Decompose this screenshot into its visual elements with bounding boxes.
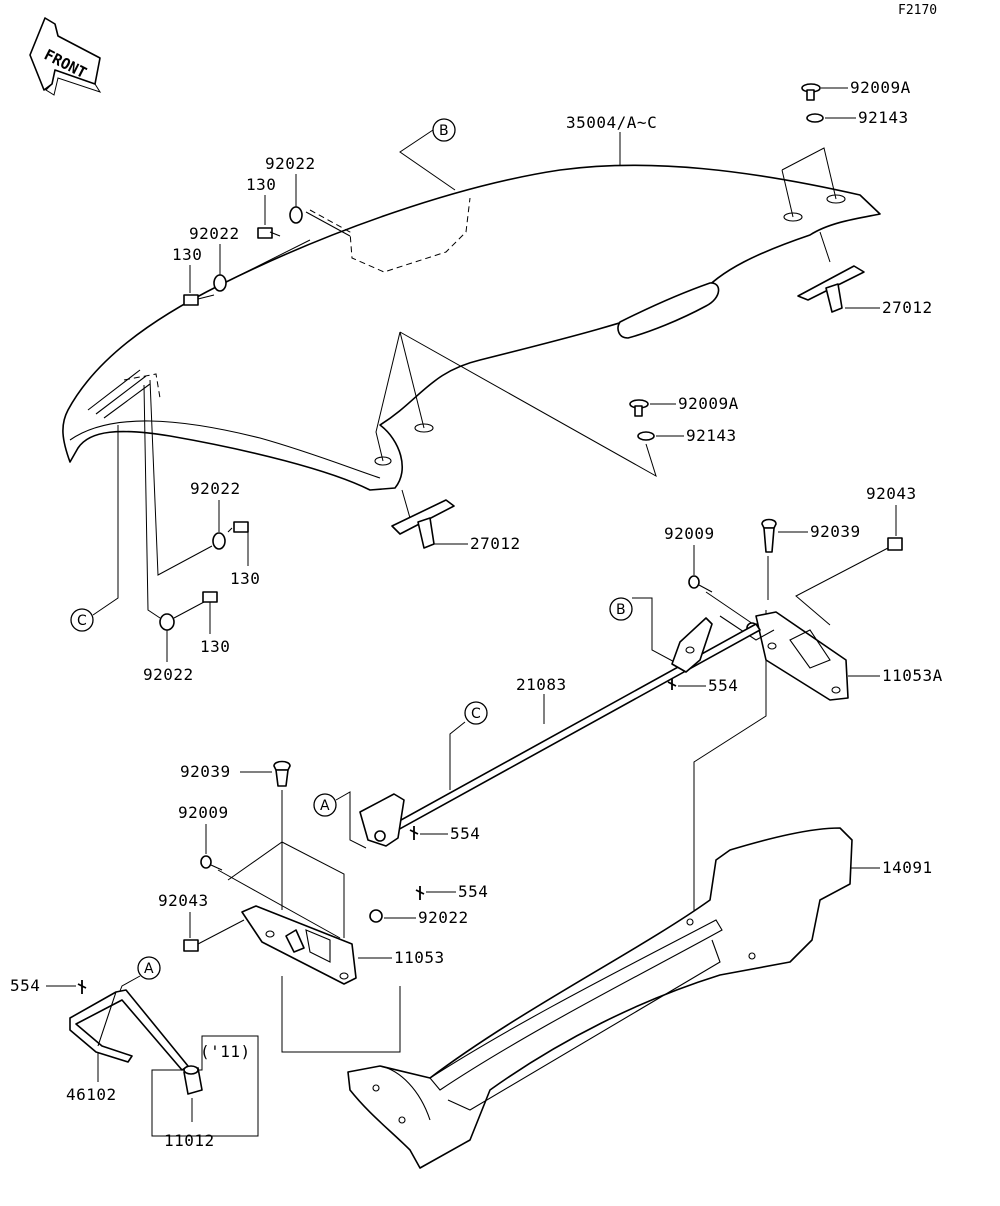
washer-92022-lower [369,909,383,923]
label-92009-right: 92009 [664,524,715,543]
prop-rod-46102 [69,989,189,1071]
clip-92039-left [273,760,291,787]
label-14091: 14091 [882,858,933,877]
callout-c-left: C [70,425,119,632]
label-11053a: 11053A [882,666,943,685]
tray-14091 [347,827,853,1169]
label-92009a-top: 92009A [850,78,911,97]
clip-27012-center [391,499,455,549]
label-130-a: 130 [246,175,276,194]
label-92009a-mid: 92009A [678,394,739,413]
bolt-130-c [227,521,249,533]
label-21083: 21083 [516,675,567,694]
washer-92022-b [213,274,227,292]
label-46102: 46102 [66,1085,117,1104]
bolt-92043-right [887,537,903,551]
bolt-130-a [257,227,281,239]
label-92022-lower: 92022 [418,908,469,927]
label-92143-top: 92143 [858,108,909,127]
label-92022-d: 92022 [143,665,194,684]
label-92009-left: 92009 [178,803,229,822]
label-554-mid: 554 [450,824,480,843]
washer-92143-mid [637,431,655,441]
screw-92009-left [200,855,223,871]
pin-554-right [667,678,677,690]
washer-92143-top [806,113,824,123]
label-27012-center: 27012 [470,534,521,553]
year-box-11012 [151,1035,259,1137]
rod-21083 [359,617,761,847]
bolt-130-b [183,294,215,306]
label-554-right: 554 [708,676,738,695]
top-cover-35004 [62,164,881,491]
washer-92022-c [212,532,226,550]
svg-text:B: B [616,602,626,618]
clip-27012-right [797,265,865,313]
screw-92009a-mid [629,399,649,417]
label-554-lower: 554 [458,882,488,901]
washer-92022-d [159,613,175,631]
svg-text:B: B [439,123,449,139]
washer-92022-a [289,206,303,224]
label-130-d: 130 [200,637,230,656]
label-130-c: 130 [230,569,260,588]
label-92039-left: 92039 [180,762,231,781]
label-35004: 35004/A~C [566,113,657,132]
label-92039-right: 92039 [810,522,861,541]
label-92043-right: 92043 [866,484,917,503]
label-year-11: ('11) [200,1042,251,1061]
clip-92039-right [761,518,777,553]
pin-554-mid [409,826,419,840]
label-11053: 11053 [394,948,445,967]
svg-text:A: A [144,961,154,977]
callout-a-prop: A [117,956,161,997]
hinge-11053 [241,905,357,985]
label-92022-b: 92022 [189,224,240,243]
label-92143-mid: 92143 [686,426,737,445]
diagram-code: F2170 [898,3,937,18]
callout-b-rod: B [609,597,681,666]
label-92043-left: 92043 [158,891,209,910]
svg-text:C: C [471,706,481,722]
callout-b-top: B [399,118,456,191]
screw-92009a-top [801,83,821,101]
label-92022-a: 92022 [265,154,316,173]
label-27012-right: 27012 [882,298,933,317]
label-554-left: 554 [10,976,40,995]
label-92022-c: 92022 [190,479,241,498]
svg-text:A: A [320,798,330,814]
pin-554-left [77,980,87,994]
label-130-b: 130 [172,245,202,264]
callout-a-rod: A [313,791,367,849]
hinge-11053a [719,611,849,701]
screw-92009-right [688,575,713,593]
label-11012: 11012 [164,1131,215,1150]
front-arrow-icon: FRONT [29,17,102,96]
svg-text:C: C [77,613,87,629]
bolt-130-d [202,591,218,603]
bolt-92043-left [183,939,199,952]
callout-c-rod: C [449,701,488,790]
pin-554-lower [415,886,425,900]
